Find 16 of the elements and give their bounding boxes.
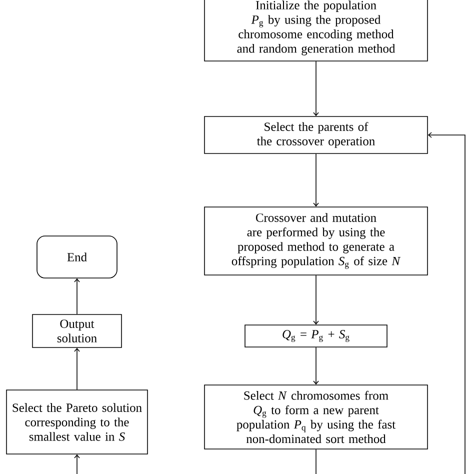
- arrow: [313, 275, 319, 325]
- process-box: Initialize the population P$_{g}$ by using the proposed chromosome encoding method and random generation method: [204, 0, 428, 62]
- process-box: Crossover and mutation are performed by using the proposed method to generate a offspring population S$_{g}$ of size N: [204, 206, 428, 276]
- arrow: [313, 154, 319, 207]
- arrow: [74, 454, 80, 474]
- process-box: Output solution: [32, 314, 122, 348]
- arrow: [428, 132, 466, 474]
- arrow: [313, 61, 319, 116]
- process-box: Q$_{g}$ = P$_{g}$ + S$_{g}$: [244, 324, 388, 348]
- arrow: [74, 348, 80, 390]
- arrow: [313, 347, 319, 385]
- process-box: Select the parents of the crossover operation: [204, 116, 428, 154]
- process-box: Select N chromosomes from Q$_{g}$ to form a new parent population P$_{q}$ by using the fast non-dominated sort method: [204, 384, 428, 450]
- process-box: Select the Pareto solution corresponding to the smallest value in S: [6, 390, 148, 454]
- arrow: [74, 278, 80, 314]
- terminal-box: End: [36, 236, 118, 278]
